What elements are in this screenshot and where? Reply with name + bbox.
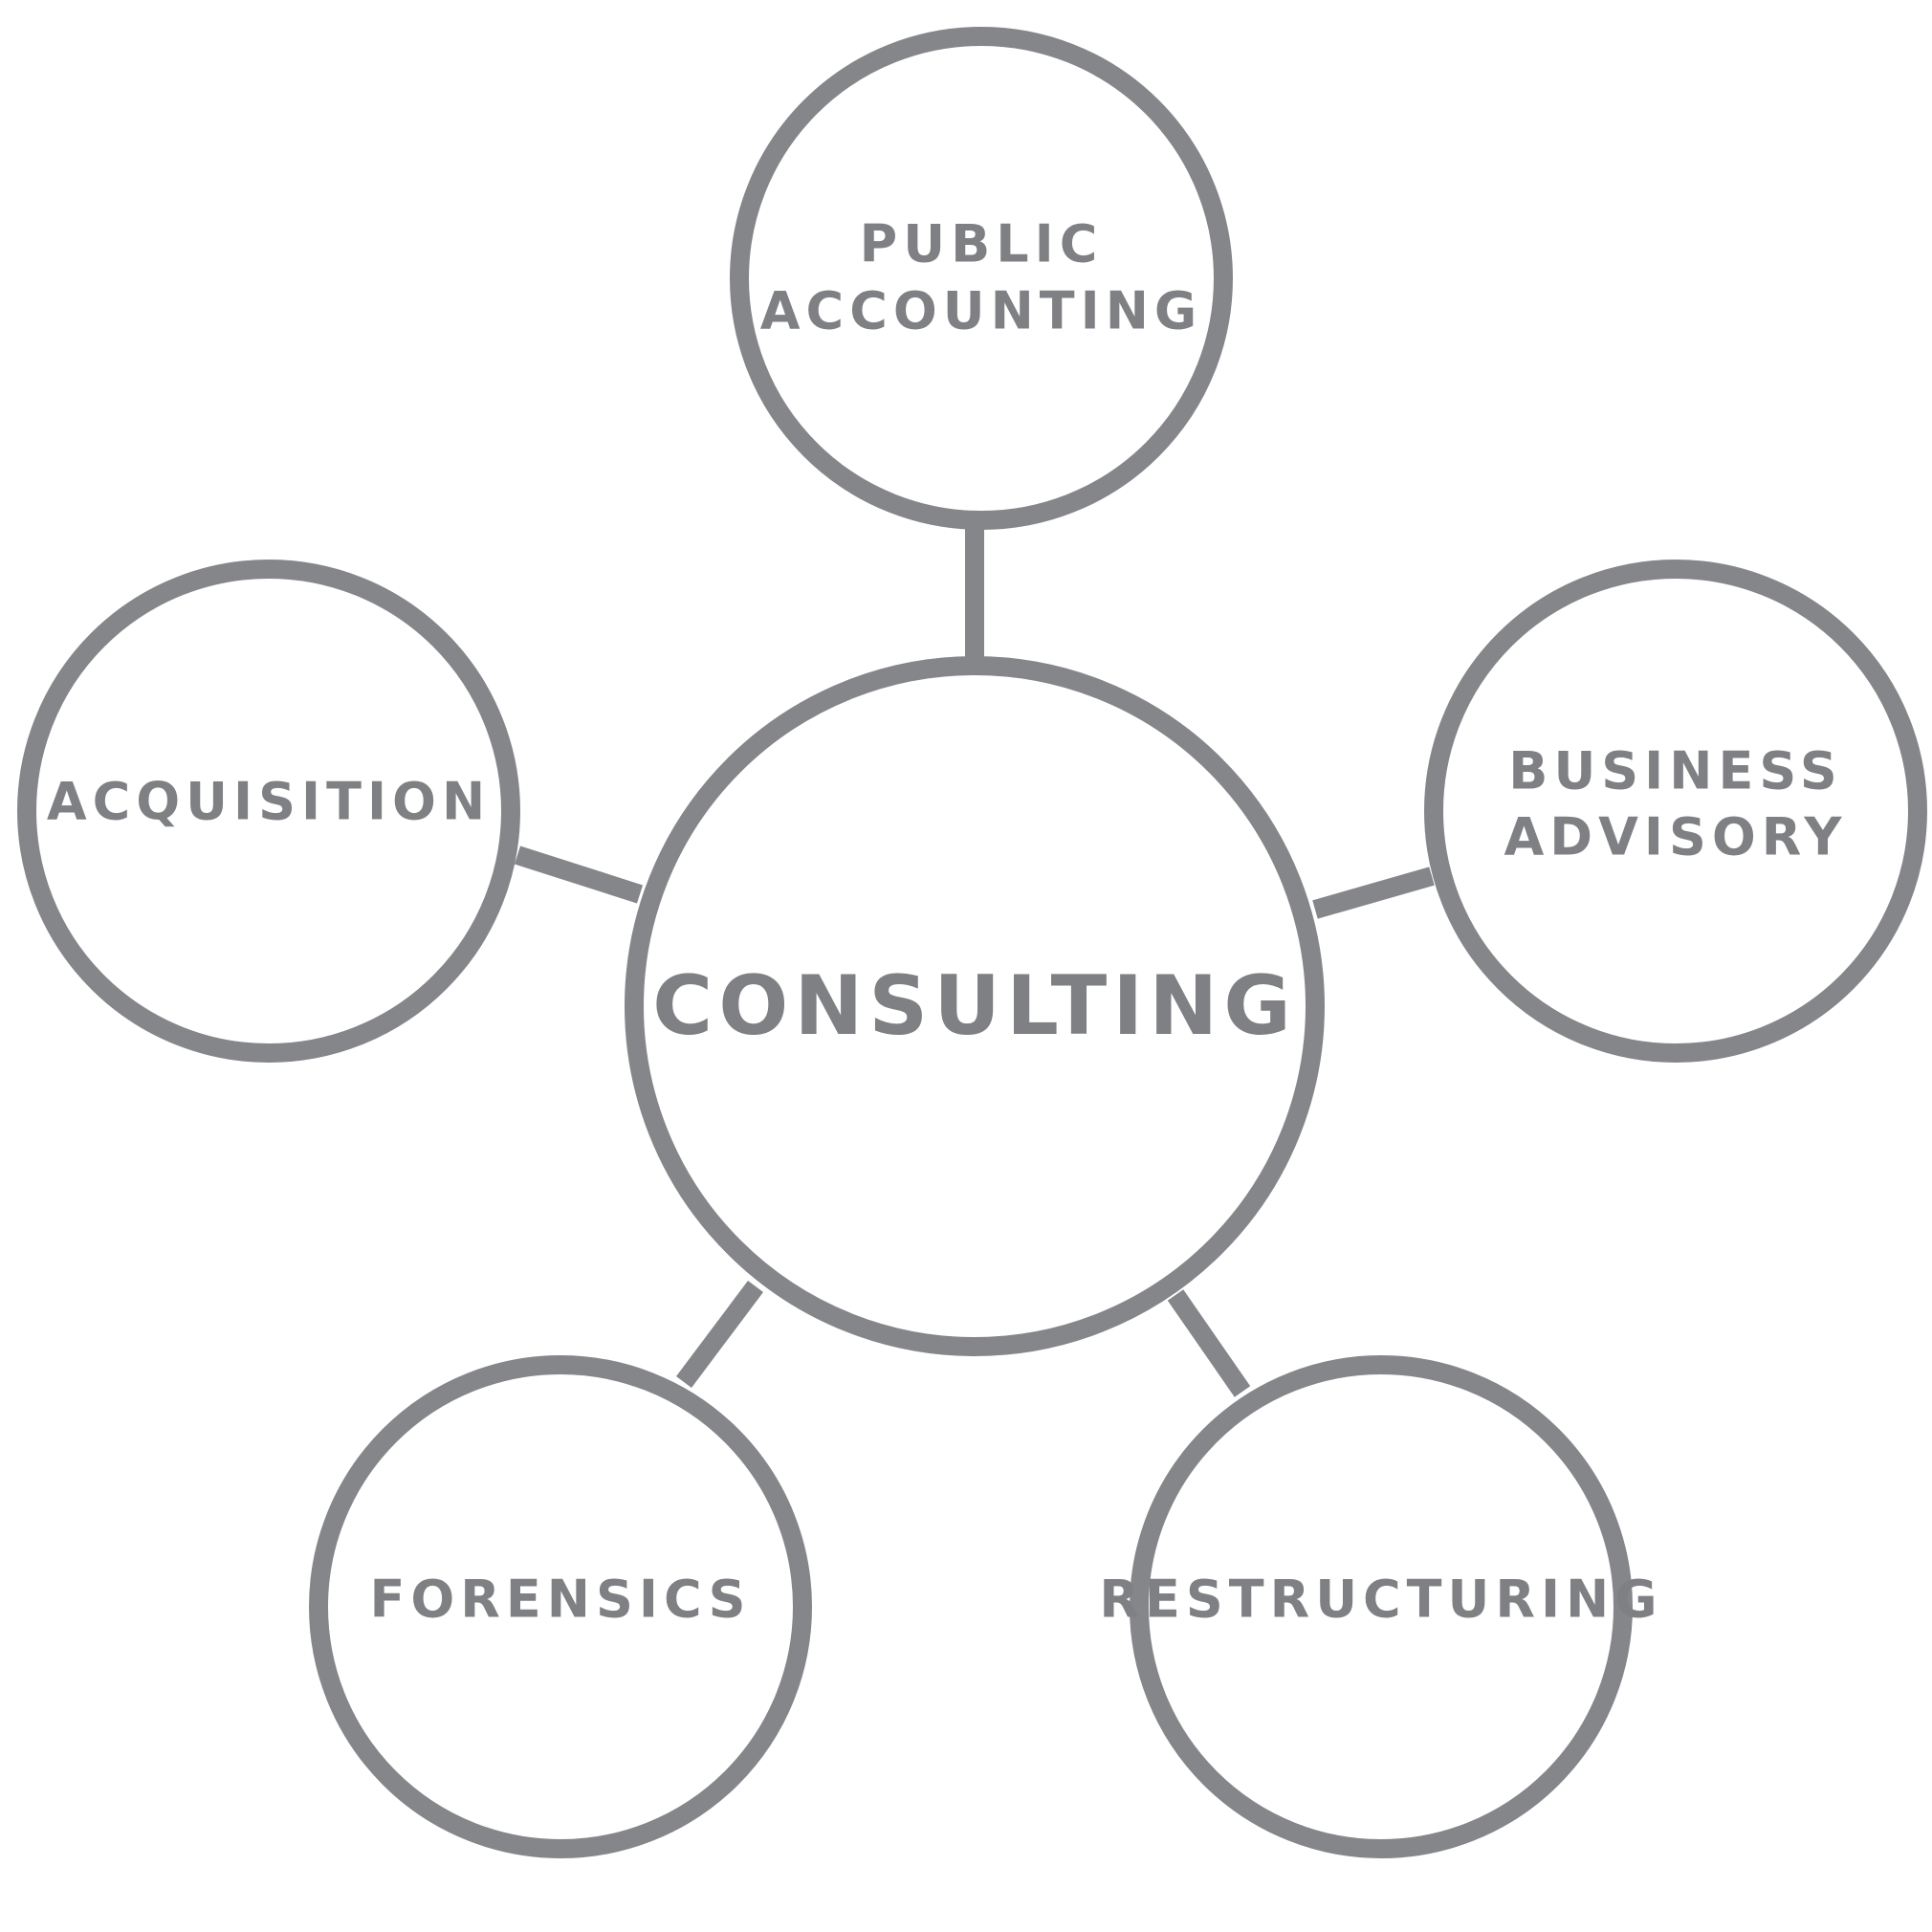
- business-advisory-label-line1: BUSINESS: [1508, 741, 1842, 801]
- connectors: [514, 524, 1435, 1397]
- center-circle: [625, 656, 1325, 1356]
- node-acquisition: ACQUISITION: [17, 560, 520, 1063]
- restructuring-circle: [1130, 1355, 1633, 1858]
- connector-business-advisory: [1312, 867, 1435, 919]
- center-node: CONSULTING: [625, 656, 1325, 1356]
- public-accounting-circle: [730, 27, 1233, 530]
- forensics-circle: [309, 1355, 812, 1858]
- business-advisory-label-line2: ADVISORY: [1504, 807, 1847, 867]
- forensics-label: FORENSICS: [370, 1570, 752, 1630]
- node-business-advisory: BUSINESS ADVISORY: [1424, 560, 1927, 1063]
- public-accounting-label-line2: ACCOUNTING: [760, 281, 1202, 341]
- acquisition-label: ACQUISITION: [47, 772, 491, 832]
- connector-forensics: [676, 1281, 763, 1388]
- connector-acquisition: [514, 845, 644, 904]
- public-accounting-label-line1: PUBLIC: [860, 214, 1104, 274]
- restructuring-label: RESTRUCTURING: [1099, 1570, 1662, 1630]
- business-advisory-circle: [1424, 560, 1927, 1063]
- node-public-accounting: PUBLIC ACCOUNTING: [730, 27, 1233, 530]
- acquisition-circle: [17, 560, 520, 1063]
- center-label: CONSULTING: [652, 958, 1297, 1054]
- node-restructuring: RESTRUCTURING: [1099, 1355, 1662, 1858]
- connector-restructuring: [1167, 1289, 1251, 1397]
- node-forensics: FORENSICS: [309, 1355, 812, 1858]
